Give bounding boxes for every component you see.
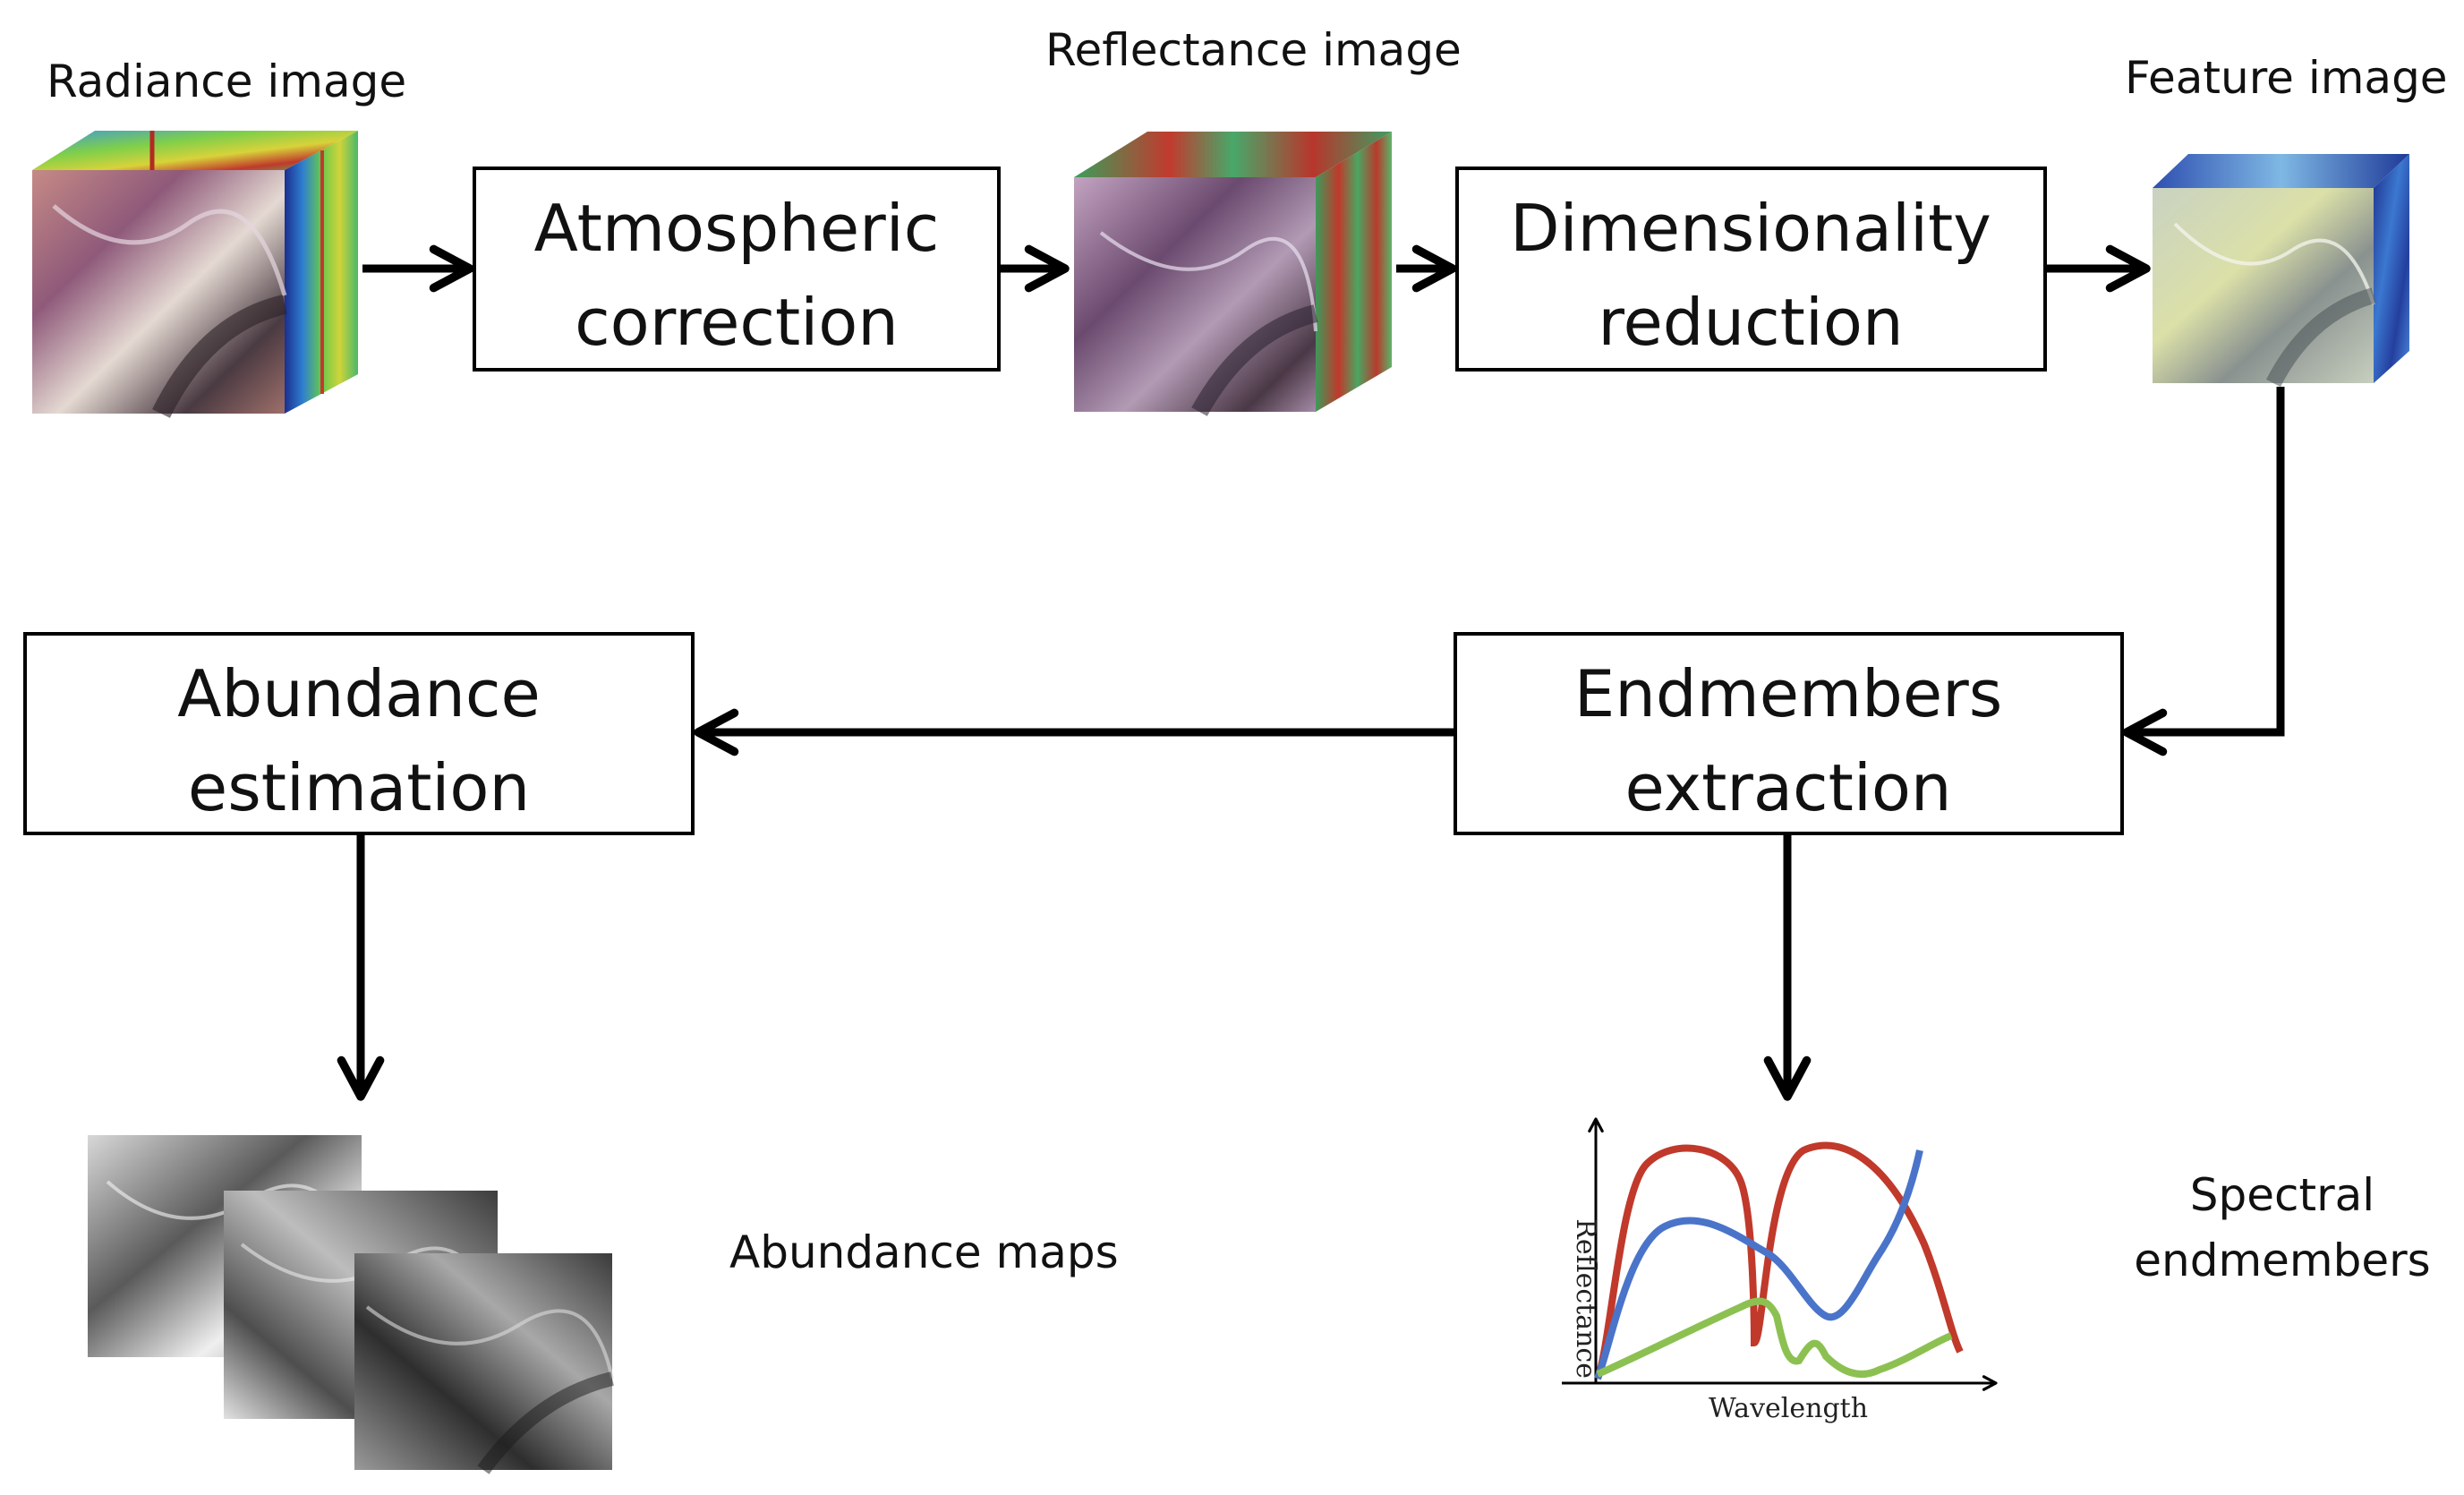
spectral-curve-red [1594, 1141, 1964, 1380]
atmospheric-correction-label-line2: correction [575, 285, 899, 360]
feature-image-cube [2153, 154, 2409, 388]
spectral-plot-x-label: Wavelength [1709, 1393, 1868, 1424]
abundance-estimation-label-line2: estimation [188, 750, 530, 825]
spectral-endmembers-plot: Wavelength Reflectance [1562, 1117, 1998, 1424]
endmembers-extraction-label-line2: extraction [1624, 750, 1951, 825]
reflectance-image-caption: Reflectance image [1045, 24, 1462, 76]
atmospheric-correction-label-line1: Atmospheric [534, 191, 940, 266]
spectral-endmembers-caption-line1: Spectral [2190, 1169, 2374, 1221]
dimensionality-reduction-label-line1: Dimensionality [1510, 191, 1991, 266]
spectral-plot-y-label: Reflectance [1570, 1218, 1601, 1379]
dimensionality-reduction-box: Dimensionality reduction [1455, 167, 2047, 372]
dimensionality-reduction-label-line2: reduction [1598, 285, 1903, 360]
reflectance-image-cube [1074, 132, 1392, 416]
atmospheric-correction-box: Atmospheric correction [473, 167, 1001, 372]
radiance-image-cube [32, 131, 358, 418]
spectral-curve-blue [1594, 1149, 1923, 1380]
abundance-maps-caption: Abundance maps [729, 1226, 1119, 1278]
arrow-feature-to-endmembers [2122, 387, 2285, 756]
abundance-estimation-box: Abundance estimation [23, 632, 695, 835]
spectral-curve-green [1596, 1297, 1953, 1378]
feature-image-caption: Feature image [2125, 52, 2448, 104]
radiance-image-caption: Radiance image [47, 56, 406, 107]
endmembers-extraction-label-line1: Endmembers [1574, 656, 2003, 731]
abundance-map-3 [354, 1253, 614, 1474]
abundance-maps-stack [88, 1135, 614, 1474]
abundance-estimation-label-line1: Abundance [177, 656, 541, 731]
spectral-endmembers-caption-line2: endmembers [2134, 1234, 2430, 1286]
endmembers-extraction-box: Endmembers extraction [1454, 632, 2124, 835]
